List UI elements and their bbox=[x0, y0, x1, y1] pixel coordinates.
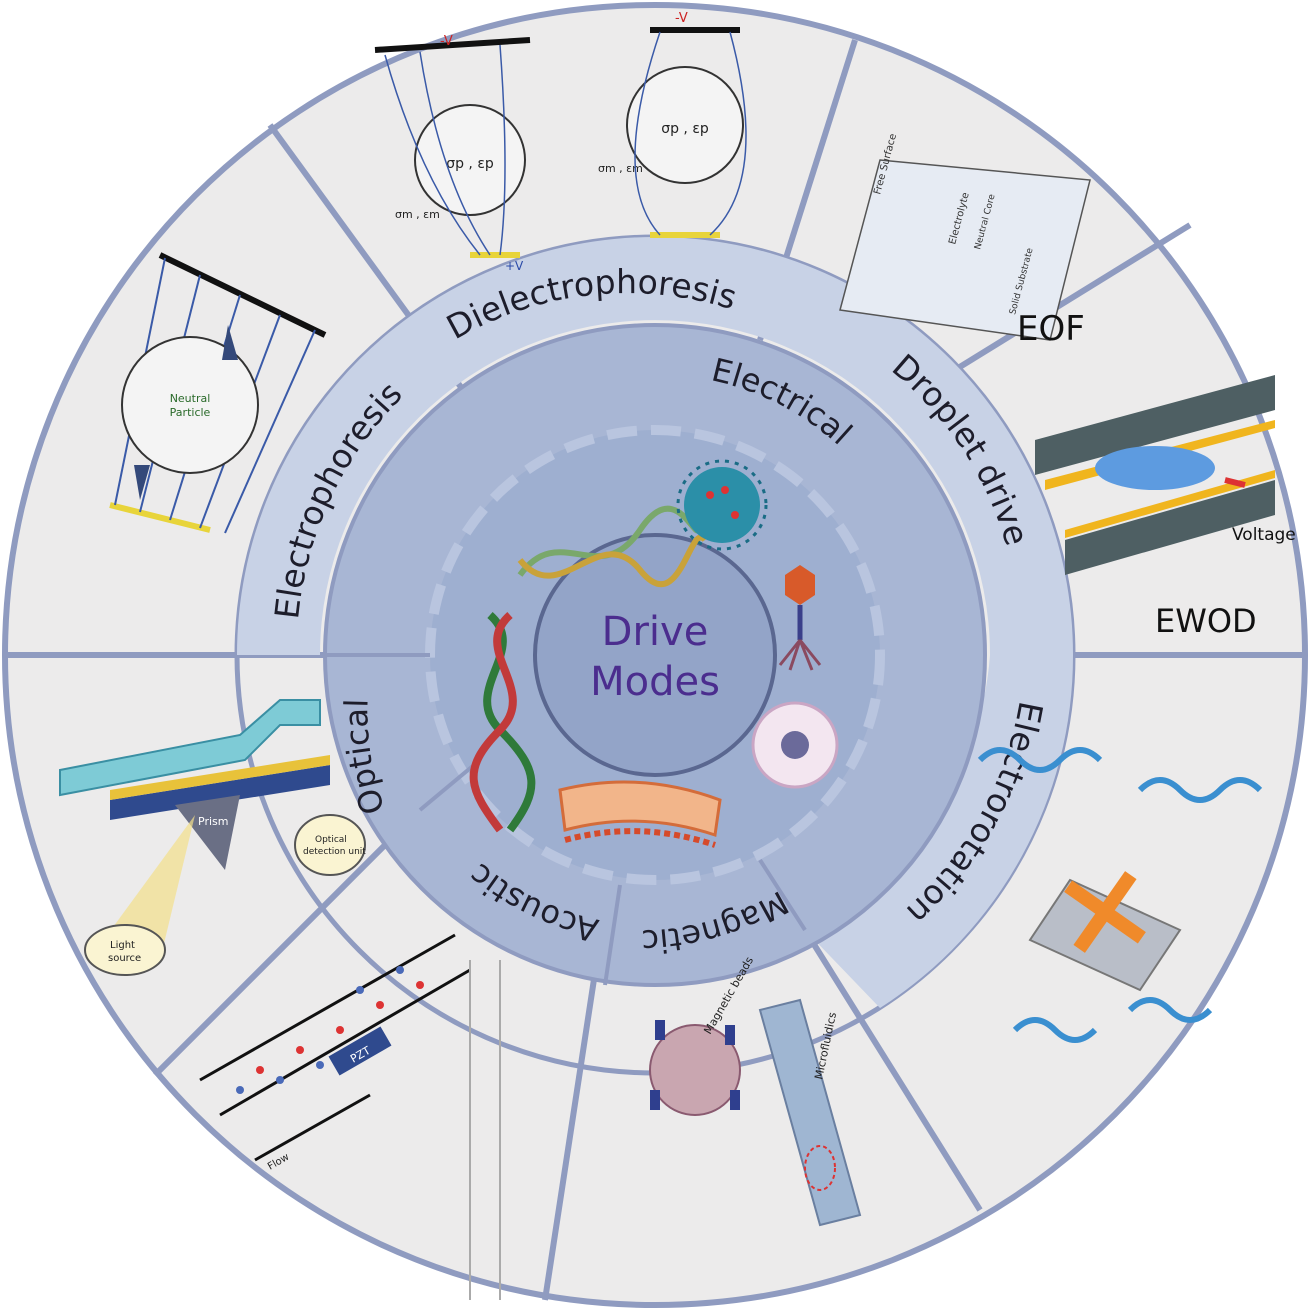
pzt-icon bbox=[328, 1026, 392, 1076]
sigma-m-label-1: σm , εm bbox=[395, 208, 440, 221]
electrophoresis-panel: Neutral Particle bbox=[109, 252, 327, 534]
dep-neg-v-1: -V bbox=[440, 34, 453, 49]
neutral-particle-label-2: Particle bbox=[170, 406, 211, 419]
center-disk bbox=[533, 533, 777, 777]
light-source-icon bbox=[84, 924, 166, 976]
electrorotation-panel bbox=[977, 747, 1263, 1043]
light-source-label-2: source bbox=[108, 953, 141, 964]
dna-vertical-icon bbox=[469, 611, 536, 833]
magnetic-bead-icon bbox=[649, 1024, 741, 1116]
virus-icon bbox=[676, 459, 768, 551]
sigma-m-label-2: σm , εm bbox=[598, 162, 643, 175]
dep-neg-v-2: -V bbox=[675, 11, 688, 26]
dep-pos-v: +V bbox=[505, 259, 524, 273]
dielectrophoresis-panel: -V -V +V σp , εp σp , εp σm , εm σm , εm bbox=[374, 11, 747, 273]
prism-label: Prism bbox=[198, 815, 228, 828]
ewod-panel: Voltage EWOD bbox=[1035, 375, 1296, 640]
cell-icon bbox=[751, 701, 839, 789]
prism-icon bbox=[175, 795, 240, 870]
cell-membrane-icon bbox=[558, 780, 722, 848]
voltage-label: Voltage bbox=[1232, 525, 1296, 545]
optical-panel: Prism Light source Optical detection uni… bbox=[59, 699, 366, 976]
eof-label: EOF bbox=[1017, 309, 1085, 349]
electrorotation-band bbox=[805, 655, 1074, 1008]
acoustic-panel: PZT Flow bbox=[199, 933, 501, 1300]
light-source-label-1: Light bbox=[110, 940, 135, 951]
optical-detection-label-2: detection unit bbox=[303, 847, 366, 857]
bacteriophage-icon bbox=[778, 565, 822, 671]
ewod-label: EWOD bbox=[1155, 602, 1257, 640]
center-title-line2: Modes bbox=[590, 659, 720, 705]
eof-panel: EOF Free Surface Electrolyte Neutral Cor… bbox=[839, 133, 1091, 349]
sigma-p-label-1: σp , εp bbox=[446, 156, 494, 172]
neutral-particle-label: Neutral bbox=[170, 392, 211, 405]
sigma-p-label-2: σp , εp bbox=[661, 121, 709, 137]
electrical-mode-band bbox=[237, 237, 1073, 655]
optical-detection-label-1: Optical bbox=[315, 835, 347, 845]
center-title-line1: Drive bbox=[602, 609, 709, 655]
optical-detection-icon bbox=[294, 814, 366, 876]
inner-dividers bbox=[325, 653, 807, 986]
